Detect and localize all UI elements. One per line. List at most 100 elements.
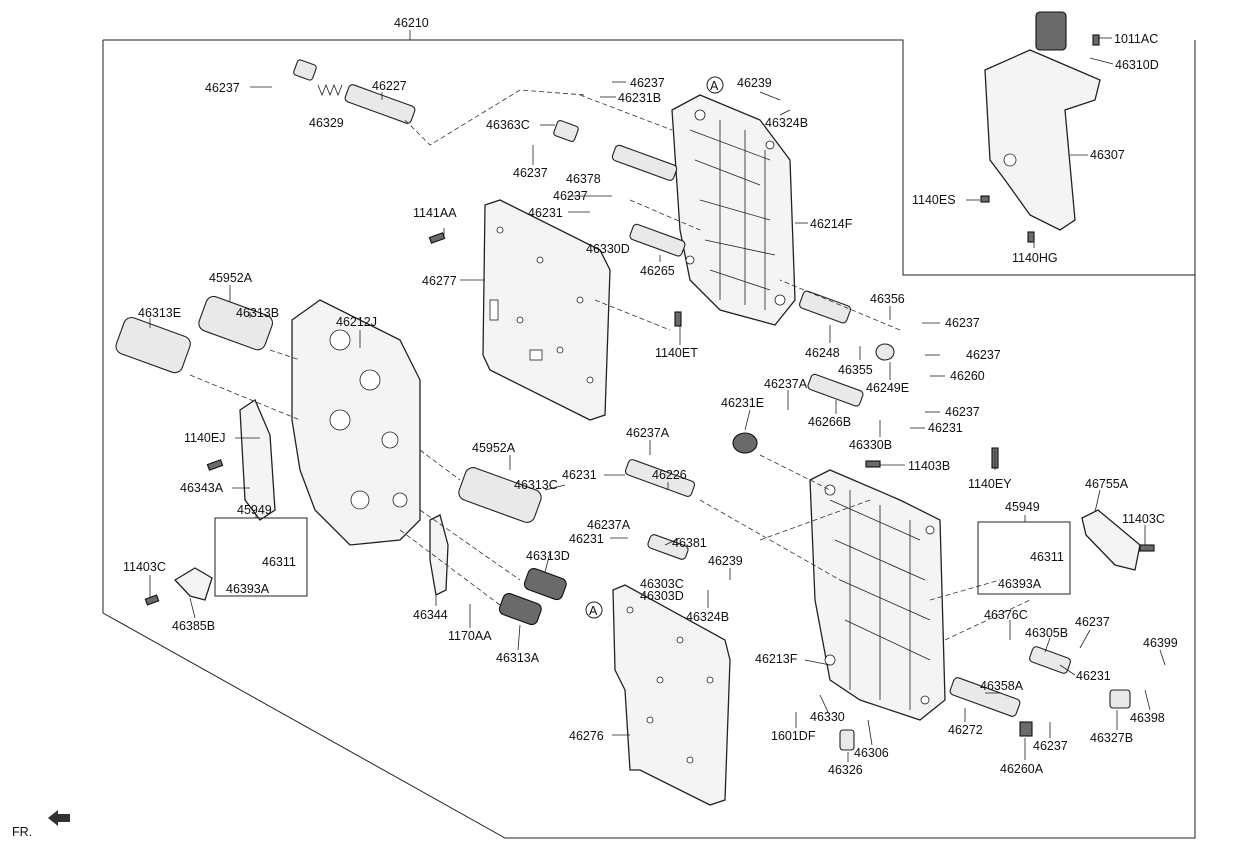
solenoid-46313A (498, 593, 542, 626)
solenoid-46313C (458, 467, 542, 523)
label-1140EJ: 1140EJ (184, 431, 225, 445)
valve-46305B (1029, 646, 1071, 674)
label-46226: 46226 (652, 468, 687, 482)
label-46329: 46329 (309, 116, 344, 130)
label-1140ES: 1140ES (912, 193, 956, 207)
front-arrow-icon (48, 810, 70, 826)
label-46237: 46237 (1075, 615, 1110, 629)
label-46305B: 46305B (1025, 626, 1068, 640)
upper-valve-body-46214F (671, 94, 796, 326)
label-1140HG: 1140HG (1012, 251, 1058, 265)
label-46237: 46237 (513, 166, 548, 180)
label-46330B: 46330B (849, 438, 892, 452)
label-46324B: 46324B (765, 116, 808, 130)
label-46249E: 46249E (866, 381, 909, 395)
label-46231: 46231 (528, 206, 563, 220)
ref-circle-a-top (706, 76, 724, 94)
valve-46363C (553, 120, 678, 181)
label-46214F: 46214F (810, 217, 853, 231)
label-45952A: 45952A (209, 271, 253, 285)
front-indicator: FR. (12, 825, 32, 839)
label-46237: 46237 (205, 81, 240, 95)
label-46237A: 46237A (626, 426, 670, 440)
label-46355: 46355 (838, 363, 873, 377)
label-46310D: 46310D (1115, 58, 1159, 72)
label-46231: 46231 (1076, 669, 1111, 683)
label-46237: 46237 (966, 348, 1001, 362)
label-46231B: 46231B (618, 91, 661, 105)
solenoid-46313E (115, 316, 191, 374)
label-1141AA: 1141AA (413, 206, 457, 220)
label-46266B: 46266B (808, 415, 851, 429)
bracket-46755A (1081, 509, 1141, 571)
label-11403C: 11403C (123, 560, 166, 574)
label-46231: 46231 (569, 532, 604, 546)
solenoid-46313D (523, 568, 567, 601)
harness-frame (902, 40, 1196, 276)
label-46237: 46237 (630, 76, 665, 90)
label-46755A: 46755A (1085, 477, 1129, 491)
label-45952A: 45952A (472, 441, 516, 455)
ref-mark-a-top: A (710, 79, 719, 93)
label-46239: 46239 (737, 76, 772, 90)
label-46231E: 46231E (721, 396, 764, 410)
label-46343A: 46343A (180, 481, 224, 495)
label-46326: 46326 (828, 763, 863, 777)
label-46210: 46210 (394, 16, 429, 30)
label-46311: 46311 (262, 555, 296, 569)
label-46313C: 46313C (514, 478, 558, 492)
label-46303D: 46303D (640, 589, 684, 603)
label-45949: 45949 (1005, 500, 1040, 514)
label-46237A: 46237A (587, 518, 631, 532)
label-46306: 46306 (854, 746, 889, 760)
label-46239: 46239 (708, 554, 743, 568)
label-46313D: 46313D (526, 549, 570, 563)
label-46227: 46227 (372, 79, 407, 93)
plug-46327B (1109, 689, 1131, 709)
label-46237: 46237 (553, 189, 588, 203)
label-46231: 46231 (928, 421, 963, 435)
label-46213F: 46213F (755, 652, 798, 666)
bracket-46385B (173, 567, 213, 601)
label-46212J: 46212J (336, 315, 377, 329)
valve-46266B (807, 373, 864, 407)
assembly-lines (189, 89, 1031, 641)
label-46324B: 46324B (686, 610, 729, 624)
ref-mark-a-bottom: A (589, 604, 598, 618)
ref-circle-a-bottom (585, 601, 603, 619)
valve-46265 (629, 223, 686, 257)
label-46313E: 46313E (138, 306, 181, 320)
label-46330: 46330 (810, 710, 845, 724)
label-11403B: 11403B (908, 459, 950, 473)
label-46311: 46311 (1030, 550, 1064, 564)
label-46381: 46381 (672, 536, 707, 550)
label-46265: 46265 (640, 264, 675, 278)
separator-plate-46276 (612, 584, 731, 806)
label-46260: 46260 (950, 369, 985, 383)
label-1170AA: 1170AA (448, 629, 492, 643)
solenoid-harness-46307 (984, 11, 1101, 231)
label-46307: 46307 (1090, 148, 1125, 162)
bracket-46344 (429, 514, 449, 596)
label-46393A: 46393A (226, 582, 270, 596)
label-1011AC: 1011AC (1114, 32, 1158, 46)
label-46237A: 46237A (764, 377, 808, 391)
label-45949: 45949 (237, 503, 272, 517)
label-46399: 46399 (1143, 636, 1178, 650)
label-46237: 46237 (945, 405, 980, 419)
lower-valve-body-46213F (809, 469, 946, 721)
label-46272: 46272 (948, 723, 983, 737)
valve-46227 (293, 59, 416, 124)
separator-plate-46277 (482, 199, 611, 421)
label-46303C: 46303C (640, 577, 684, 591)
label-1140ET: 1140ET (655, 346, 698, 360)
valve-46303C (647, 534, 689, 560)
label-46276: 46276 (569, 729, 604, 743)
label-46277: 46277 (422, 274, 457, 288)
plug-46231E (732, 432, 758, 454)
label-46231: 46231 (562, 468, 597, 482)
label-46358A: 46358A (980, 679, 1024, 693)
part-labels: 46210 46237 46227 46329 46237 46231B 462… (123, 16, 1178, 777)
label-46398: 46398 (1130, 711, 1165, 725)
label-46393A: 46393A (998, 577, 1042, 591)
